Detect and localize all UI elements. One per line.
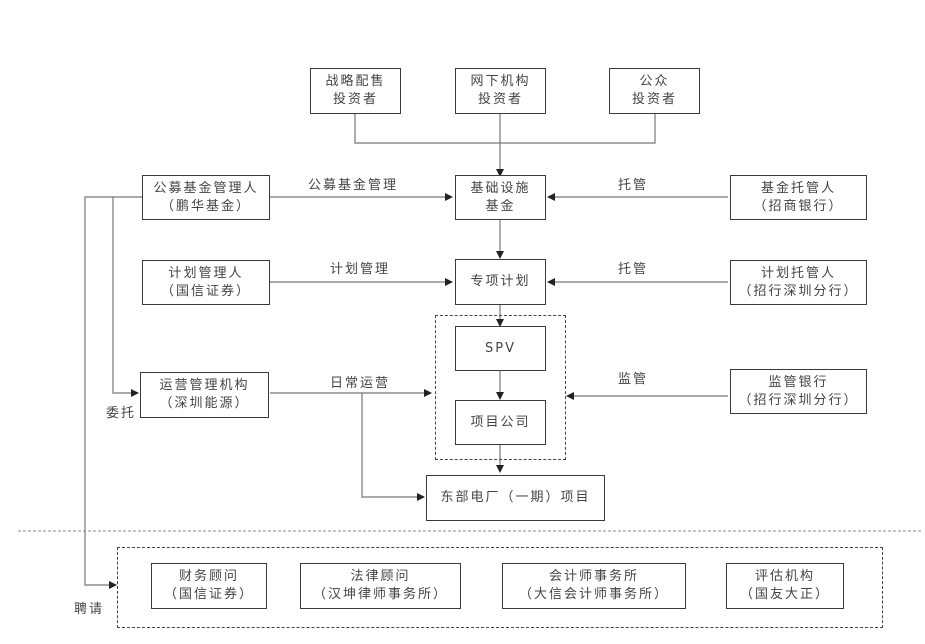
- box-line: 财务顾问: [178, 569, 239, 584]
- entrust-label: 委托: [106, 406, 137, 421]
- legal-advisor-box: 法律顾问 （汉坤律师事务所）: [300, 563, 461, 609]
- box-line: 项目公司: [470, 414, 531, 430]
- box-line: SPV: [485, 340, 516, 356]
- valuation-agency-box: 评估机构 （国友大正）: [726, 563, 844, 609]
- box-line: 东部电厂（一期）项目: [440, 490, 591, 505]
- box-line: 监管银行: [768, 374, 829, 390]
- project-company-box: 项目公司: [455, 400, 546, 445]
- spv-box: SPV: [455, 326, 546, 371]
- supervision-label: 监管: [618, 372, 649, 387]
- box-line: （国信证券）: [160, 283, 251, 299]
- box-line: （招行深圳分行）: [738, 392, 859, 408]
- box-line: 法律顾问: [350, 569, 411, 584]
- hire-label: 聘请: [74, 602, 105, 617]
- plan-mgmt-label: 计划管理: [330, 262, 391, 277]
- daily-ops-label: 日常运营: [330, 376, 391, 391]
- plan-manager-box: 计划管理人 （国信证券）: [142, 260, 270, 305]
- box-line: 战略配售: [325, 74, 386, 89]
- plan-custodian-box: 计划托管人 （招行深圳分行）: [730, 260, 867, 305]
- infrastructure-fund-box: 基础设施 基金: [455, 175, 546, 220]
- spv-company-group: [435, 315, 566, 460]
- box-line: 基金: [485, 198, 516, 214]
- box-line: （大信会计师事务所）: [518, 587, 669, 602]
- box-line: 专项计划: [470, 274, 531, 289]
- box-line: 投资者: [631, 92, 677, 107]
- special-plan-box: 专项计划: [455, 259, 546, 305]
- hire-arrow: [84, 196, 117, 589]
- box-line: 网下机构: [470, 74, 531, 89]
- box-line: 会计师事务所: [548, 569, 639, 584]
- box-line: 投资者: [332, 92, 378, 107]
- box-line: 公募基金管理人: [153, 180, 259, 196]
- box-line: （招商银行）: [753, 198, 844, 214]
- investor-public-box: 公众 投资者: [609, 68, 700, 114]
- entrust-arrow: [112, 196, 143, 397]
- box-line: 基金托管人: [760, 180, 836, 196]
- fund-custody-label: 托管: [618, 178, 649, 193]
- box-line: （深圳能源）: [159, 396, 250, 411]
- box-line: （招行深圳分行）: [738, 283, 859, 299]
- box-line: 计划管理人: [168, 265, 244, 281]
- fund-custodian-box: 基金托管人 （招商银行）: [730, 175, 867, 220]
- box-line: 公众: [639, 74, 670, 89]
- fund-manager-box: 公募基金管理人 （鹏华基金）: [142, 175, 270, 220]
- box-line: （国友大正）: [739, 587, 830, 602]
- box-line: 计划托管人: [760, 265, 836, 281]
- fund-mgmt-label: 公募基金管理: [308, 178, 399, 193]
- box-line: 基础设施: [470, 180, 531, 196]
- daily-ops-to-project-arrow: [361, 393, 425, 501]
- plan-custody-label: 托管: [618, 262, 649, 277]
- project-box: 东部电厂（一期）项目: [426, 475, 605, 521]
- operations-manager-box: 运营管理机构 （深圳能源）: [140, 372, 269, 418]
- financial-advisor-box: 财务顾问 （国信证券）: [151, 563, 267, 609]
- investor-bus-line: [354, 113, 656, 144]
- box-line: （汉坤律师事务所）: [312, 587, 448, 602]
- supervising-bank-box: 监管银行 （招行深圳分行）: [730, 369, 867, 414]
- advisors-group: [117, 547, 883, 628]
- box-line: （国信证券）: [163, 587, 254, 602]
- box-line: （鹏华基金）: [160, 198, 251, 214]
- investor-offline-box: 网下机构 投资者: [455, 68, 546, 114]
- box-line: 评估机构: [754, 569, 815, 584]
- box-line: 投资者: [477, 92, 523, 107]
- accounting-firm-box: 会计师事务所 （大信会计师事务所）: [502, 563, 686, 609]
- box-line: 运营管理机构: [159, 378, 250, 393]
- investor-strategic-box: 战略配售 投资者: [310, 68, 401, 114]
